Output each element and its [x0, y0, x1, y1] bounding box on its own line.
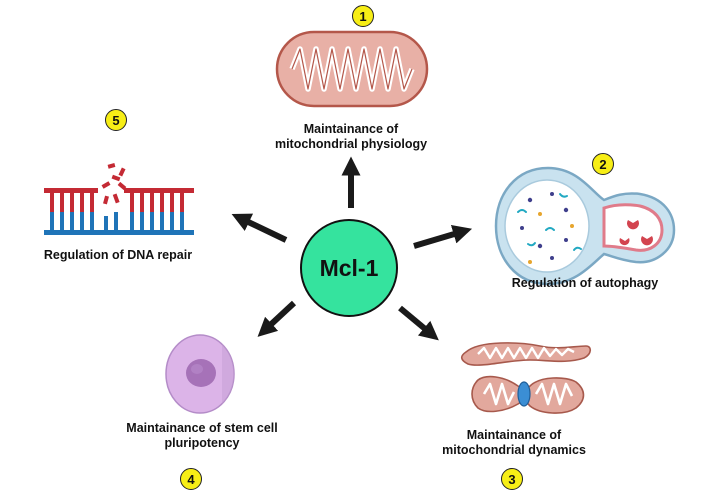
badge-5: 5 [105, 109, 127, 131]
badge-2: 2 [592, 153, 614, 175]
autophagosome-lysosome-fusion-icon [494, 166, 676, 286]
node-5-label-line-1: Regulation of DNA repair [43, 248, 193, 262]
arrow-to-node4 [257, 300, 297, 337]
node-4-label: Maintainance of stem cell pluripotency [102, 421, 302, 451]
node-4-label-line-2: pluripotency [164, 436, 240, 450]
node-1-label: Maintainance of mitochondrial physiology [261, 122, 441, 152]
arrow-to-node2 [413, 224, 473, 249]
node-5-label: Regulation of DNA repair [28, 248, 208, 263]
badge-1: 1 [352, 5, 374, 27]
node-1-label-line-1: Maintainance of [303, 122, 399, 136]
node-2-label-line-1: Regulation of autophagy [511, 276, 659, 290]
node-4-label-line-1: Maintainance of stem cell [126, 421, 278, 435]
node-1-label-line-2: mitochondrial physiology [274, 137, 428, 151]
dna-damage-icon [44, 163, 194, 235]
node-3-label: Maintainance of mitochondrial dynamics [426, 428, 602, 458]
node-3-label-line-2: mitochondrial dynamics [442, 443, 586, 457]
center-node: Mcl-1 [300, 219, 398, 317]
arrows [231, 156, 473, 341]
badge-4: 4 [180, 468, 202, 490]
stem-cell-icon [165, 334, 235, 414]
arrow-to-node5 [231, 213, 288, 243]
node-3-label-line-1: Maintainance of [466, 428, 562, 442]
mitochondrion-icon [275, 30, 429, 108]
mitochondrial-fission-icon [460, 342, 592, 414]
node-2-label: Regulation of autophagy [494, 276, 676, 291]
center-label: Mcl-1 [319, 254, 379, 281]
arrow-to-node3 [398, 305, 439, 341]
badge-3: 3 [501, 468, 523, 490]
